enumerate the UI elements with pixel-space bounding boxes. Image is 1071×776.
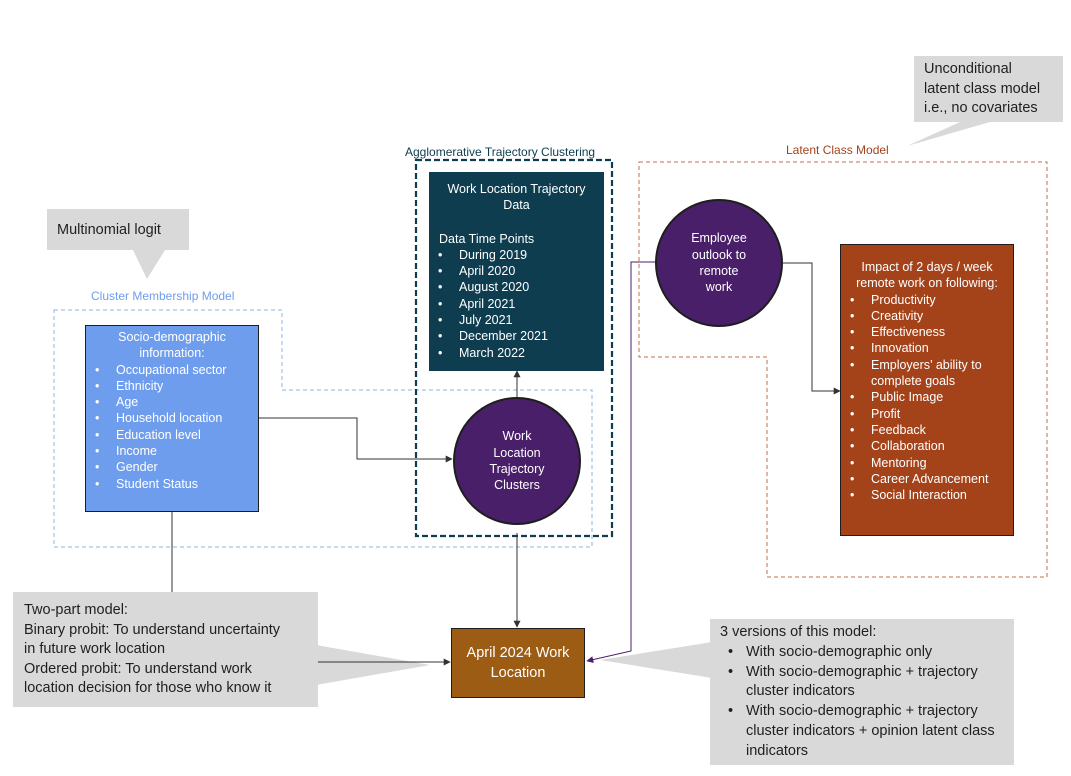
list-item: Education level: [86, 427, 254, 444]
list-item: Household location: [86, 410, 254, 427]
april-2024-outcome-box: April 2024 Work Location: [451, 628, 585, 698]
list-item: April 2021: [429, 296, 604, 313]
trajectory-clusters-circle: Work Location Trajectory Clusters: [453, 397, 581, 525]
list-item: Mentoring: [841, 455, 1013, 472]
list-item: Creativity: [841, 308, 1013, 325]
versions-title: 3 versions of this model:: [720, 624, 877, 640]
list-item: Gender: [86, 459, 254, 476]
employee-outlook-circle: Employee outlook to remote work: [655, 199, 783, 327]
list-item: Public Image: [841, 389, 1013, 406]
list-item: Social Interaction: [841, 487, 1013, 504]
versions-list: With socio-demographic only With socio-d…: [720, 643, 1014, 762]
agglomerative-label: Agglomerative Trajectory Clustering: [405, 145, 596, 159]
impact-list: Productivity Creativity Effectiveness In…: [841, 292, 1013, 504]
list-item: Productivity: [841, 292, 1013, 309]
callout-pointer-versions: [600, 642, 712, 678]
list-item: During 2019: [429, 247, 604, 264]
cluster-membership-label: Cluster Membership Model: [91, 289, 235, 303]
time-points-list: During 2019 April 2020 August 2020 April…: [429, 247, 604, 361]
list-item: August 2020: [429, 279, 604, 296]
list-item: Occupational sector: [86, 362, 254, 379]
list-item: Student Status: [86, 476, 254, 493]
trajectory-data-box: Work Location Trajectory Data Data Time …: [429, 172, 604, 371]
list-item: Feedback: [841, 422, 1013, 439]
list-item: Innovation: [841, 340, 1013, 357]
list-item: Age: [86, 394, 254, 411]
remote-work-impact-box: Impact of 2 days / week remote work on f…: [840, 244, 1014, 536]
callout-line: Ordered probit: To understand work: [24, 660, 252, 677]
callout-line: in future work location: [24, 641, 166, 657]
callout-pointer-unconditional: [907, 122, 990, 146]
socio-list: Occupational sector Ethnicity Age Househ…: [86, 362, 254, 493]
list-item: Profit: [841, 406, 1013, 423]
list-item: With socio-demographic only: [720, 643, 1014, 663]
callout-line: location decision for those who know it: [24, 680, 272, 696]
two-part-model-callout: Two-part model: Binary probit: To unders…: [13, 592, 318, 707]
list-item: July 2021: [429, 312, 604, 329]
multinomial-logit-callout: Multinomial logit: [47, 209, 189, 250]
callout-line: latent class model: [924, 80, 1041, 97]
list-item: With socio-demographic + trajectoryclust…: [720, 702, 1014, 761]
socio-demographic-box: Socio-demographic information: Occupatio…: [85, 325, 259, 512]
list-item: March 2022: [429, 345, 604, 362]
model-versions-callout: 3 versions of this model: With socio-dem…: [710, 619, 1014, 765]
list-item: Effectiveness: [841, 324, 1013, 341]
trajectory-data-title: Work Location Trajectory Data: [447, 182, 586, 213]
impact-title: Impact of 2 days / week remote work on f…: [856, 260, 998, 291]
list-item: April 2020: [429, 263, 604, 280]
callout-line: i.e., no covariates: [924, 100, 1038, 116]
socio-title: Socio-demographic information:: [118, 330, 226, 361]
callout-line: Binary probit: To understand uncertainty: [24, 621, 281, 638]
list-item: Ethnicity: [86, 378, 254, 395]
callout-pointer-multinomial: [133, 250, 165, 279]
callout-line: Unconditional: [924, 61, 1012, 77]
list-item: Income: [86, 443, 254, 460]
list-item: December 2021: [429, 328, 604, 345]
callout-pointer-two-part: [316, 645, 430, 685]
list-item: Career Advancement: [841, 471, 1013, 488]
latent-class-label: Latent Class Model: [786, 143, 889, 157]
list-item: Collaboration: [841, 438, 1013, 455]
list-item: With socio-demographic + trajectoryclust…: [720, 663, 1014, 703]
callout-line: Two-part model:: [24, 602, 128, 618]
trajectory-data-subtitle: Data Time Points: [439, 231, 535, 246]
unconditional-lcm-callout: Unconditional latent class model i.e., n…: [914, 56, 1063, 122]
